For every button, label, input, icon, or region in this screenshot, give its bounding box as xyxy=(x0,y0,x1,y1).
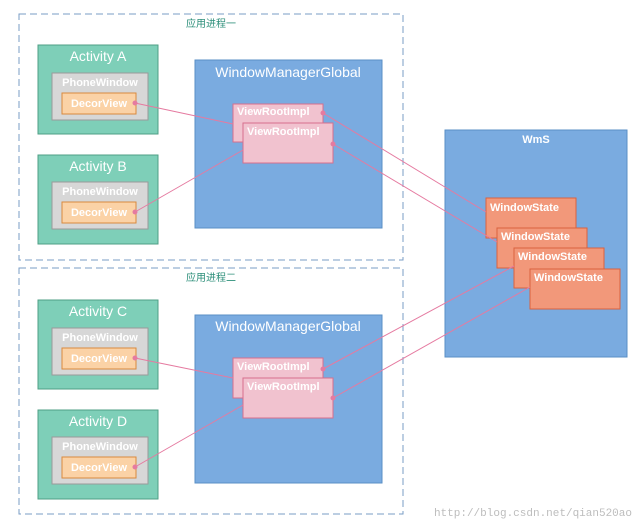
connector-dot xyxy=(132,209,138,215)
activity-a-box: Activity A PhoneWindow DecorView xyxy=(37,44,159,135)
connector-lines xyxy=(132,100,531,470)
wmg-1-title: WindowManagerGlobal xyxy=(215,64,361,80)
windowstate-2-label: WindowState xyxy=(501,231,570,243)
windowstate-4-label: WindowState xyxy=(534,272,603,284)
decorview-b-label: DecorView xyxy=(71,207,127,219)
connector-viewroot-1a-to-windowstate xyxy=(322,112,487,213)
phonewindow-a-label: PhoneWindow xyxy=(62,77,138,89)
watermark-text: http://blog.csdn.net/qian520ao xyxy=(434,508,632,520)
activity-d-title: Activity D xyxy=(69,413,127,429)
phonewindow-b-label: PhoneWindow xyxy=(62,186,138,198)
activity-b-box: Activity B PhoneWindow DecorView xyxy=(37,154,159,245)
windowstate-1-label: WindowState xyxy=(490,202,559,214)
decorview-a-label: DecorView xyxy=(71,98,127,110)
process-one-container xyxy=(18,13,404,261)
connector-dot xyxy=(132,464,138,470)
windowstate-3-label: WindowState xyxy=(518,251,587,263)
phonewindow-c-label: PhoneWindow xyxy=(62,332,138,344)
viewrootimpl-2a-label: ViewRootImpl xyxy=(237,361,310,373)
windowstate-4 xyxy=(529,268,621,310)
wms-box: WmS WindowState WindowState WindowState … xyxy=(444,129,628,358)
process-two-container xyxy=(18,267,404,515)
process-two-label: 应用进程二 xyxy=(186,271,236,284)
activity-c-title: Activity C xyxy=(69,303,127,319)
activity-a-title: Activity A xyxy=(70,48,127,64)
activity-c-box: Activity C PhoneWindow DecorView xyxy=(37,299,159,390)
connector-decorview-c-to-viewroot xyxy=(134,357,234,379)
connector-viewroot-2a-to-windowstate xyxy=(322,265,515,370)
connector-dot xyxy=(330,141,336,147)
decorview-d-label: DecorView xyxy=(71,462,127,474)
window-manager-global-2: WindowManagerGlobal ViewRootImpl ViewRoo… xyxy=(194,314,383,484)
activity-b-title: Activity B xyxy=(69,158,127,174)
wms-title: WmS xyxy=(522,134,550,146)
connector-dot xyxy=(132,100,138,106)
activity-d-box: Activity D PhoneWindow DecorView xyxy=(37,409,159,500)
viewrootimpl-2b-label: ViewRootImpl xyxy=(247,381,320,393)
connector-decorview-b-to-viewroot xyxy=(134,149,244,213)
viewrootimpl-2b xyxy=(242,377,334,419)
viewrootimpl-1b-label: ViewRootImpl xyxy=(247,126,320,138)
connector-decorview-a-to-viewroot xyxy=(134,102,234,125)
connector-decorview-d-to-viewroot xyxy=(134,404,244,468)
window-manager-global-1: WindowManagerGlobal ViewRootImpl ViewRoo… xyxy=(194,59,383,229)
decorview-c-label: DecorView xyxy=(71,353,127,365)
connector-dot xyxy=(320,366,326,372)
phonewindow-d-label: PhoneWindow xyxy=(62,441,138,453)
connector-dot xyxy=(132,355,138,361)
wmg-2-title: WindowManagerGlobal xyxy=(215,318,361,334)
process-one-label: 应用进程一 xyxy=(186,17,236,30)
viewrootimpl-1b xyxy=(242,122,334,164)
viewrootimpl-1a-label: ViewRootImpl xyxy=(237,106,310,118)
connector-dot xyxy=(320,110,326,116)
connector-viewroot-1b-to-windowstate xyxy=(332,143,498,243)
connector-dot xyxy=(330,395,336,401)
connector-viewroot-2b-to-windowstate xyxy=(332,286,531,399)
